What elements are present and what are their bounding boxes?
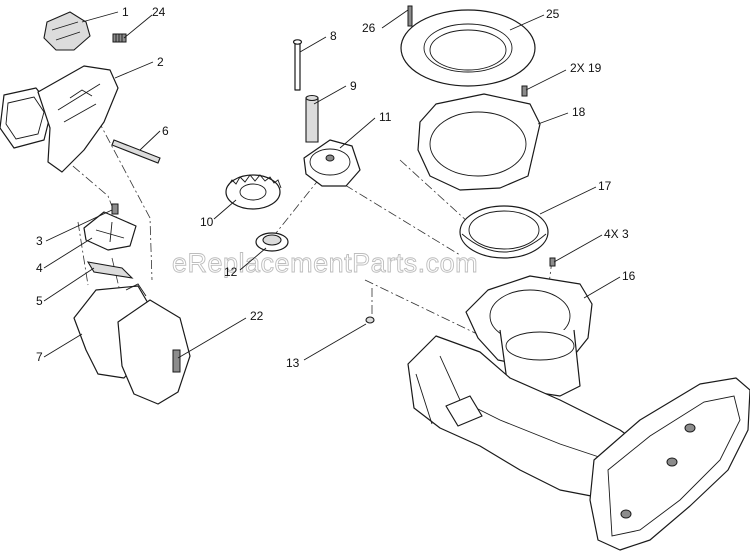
- part-26-screw: [407, 5, 413, 27]
- part-12-collar: [255, 232, 289, 252]
- callout-1: 1: [122, 5, 129, 19]
- auger-housing: [407, 335, 750, 551]
- callout-10: 10: [200, 215, 214, 229]
- callout-7: 7: [36, 350, 43, 364]
- leader-lines: [43, 9, 621, 361]
- part-19-bolt: [521, 85, 528, 97]
- part-8-pin: [292, 39, 303, 91]
- part-11-housing: [303, 139, 361, 187]
- part-16-chute-base: [465, 275, 593, 397]
- callout-26: 26: [362, 21, 376, 35]
- callout-17: 17: [598, 179, 612, 193]
- part-5-plate: [86, 261, 134, 279]
- part-24-spring: [112, 33, 127, 43]
- callout-5: 5: [36, 294, 43, 308]
- part-4-bracket: [83, 211, 137, 251]
- callout-13: 13: [286, 356, 300, 370]
- part-25-ring-flange: [400, 9, 536, 87]
- part-9-bushing: [305, 94, 319, 143]
- callout-12: 12: [224, 265, 238, 279]
- callout-11: 11: [379, 110, 392, 124]
- callout-2x19: 2X 19: [570, 61, 602, 75]
- part-3-screw: [549, 257, 556, 267]
- part-7-deflector: [73, 283, 191, 405]
- part-22-clip: [172, 349, 181, 373]
- part-6-rod: [111, 139, 161, 164]
- part-3-bolt: [111, 203, 119, 215]
- callout-labels: 1 24 2 6 3 4 5 7 22 8 9 11 10 12 13 26 2…: [36, 5, 636, 370]
- part-18-chute-plate: [417, 93, 541, 191]
- callout-22: 22: [250, 309, 264, 323]
- callout-9: 9: [350, 79, 357, 93]
- part-2-chute-control: [0, 65, 119, 173]
- part-17-bearing-ring: [459, 205, 549, 259]
- callout-4x3: 4X 3: [604, 227, 629, 241]
- callout-24: 24: [152, 5, 166, 19]
- watermark: eReplacementParts.com: [172, 248, 478, 278]
- callout-6: 6: [162, 124, 169, 138]
- callout-25: 25: [546, 7, 560, 21]
- callout-18: 18: [572, 105, 586, 119]
- part-13-nut: [365, 316, 375, 324]
- callout-4: 4: [36, 261, 43, 275]
- callout-2: 2: [157, 55, 164, 69]
- part-10-gear: [225, 174, 282, 210]
- callout-16: 16: [622, 269, 636, 283]
- callout-8: 8: [330, 29, 337, 43]
- callout-3: 3: [36, 234, 43, 248]
- part-1-handle: [43, 11, 91, 51]
